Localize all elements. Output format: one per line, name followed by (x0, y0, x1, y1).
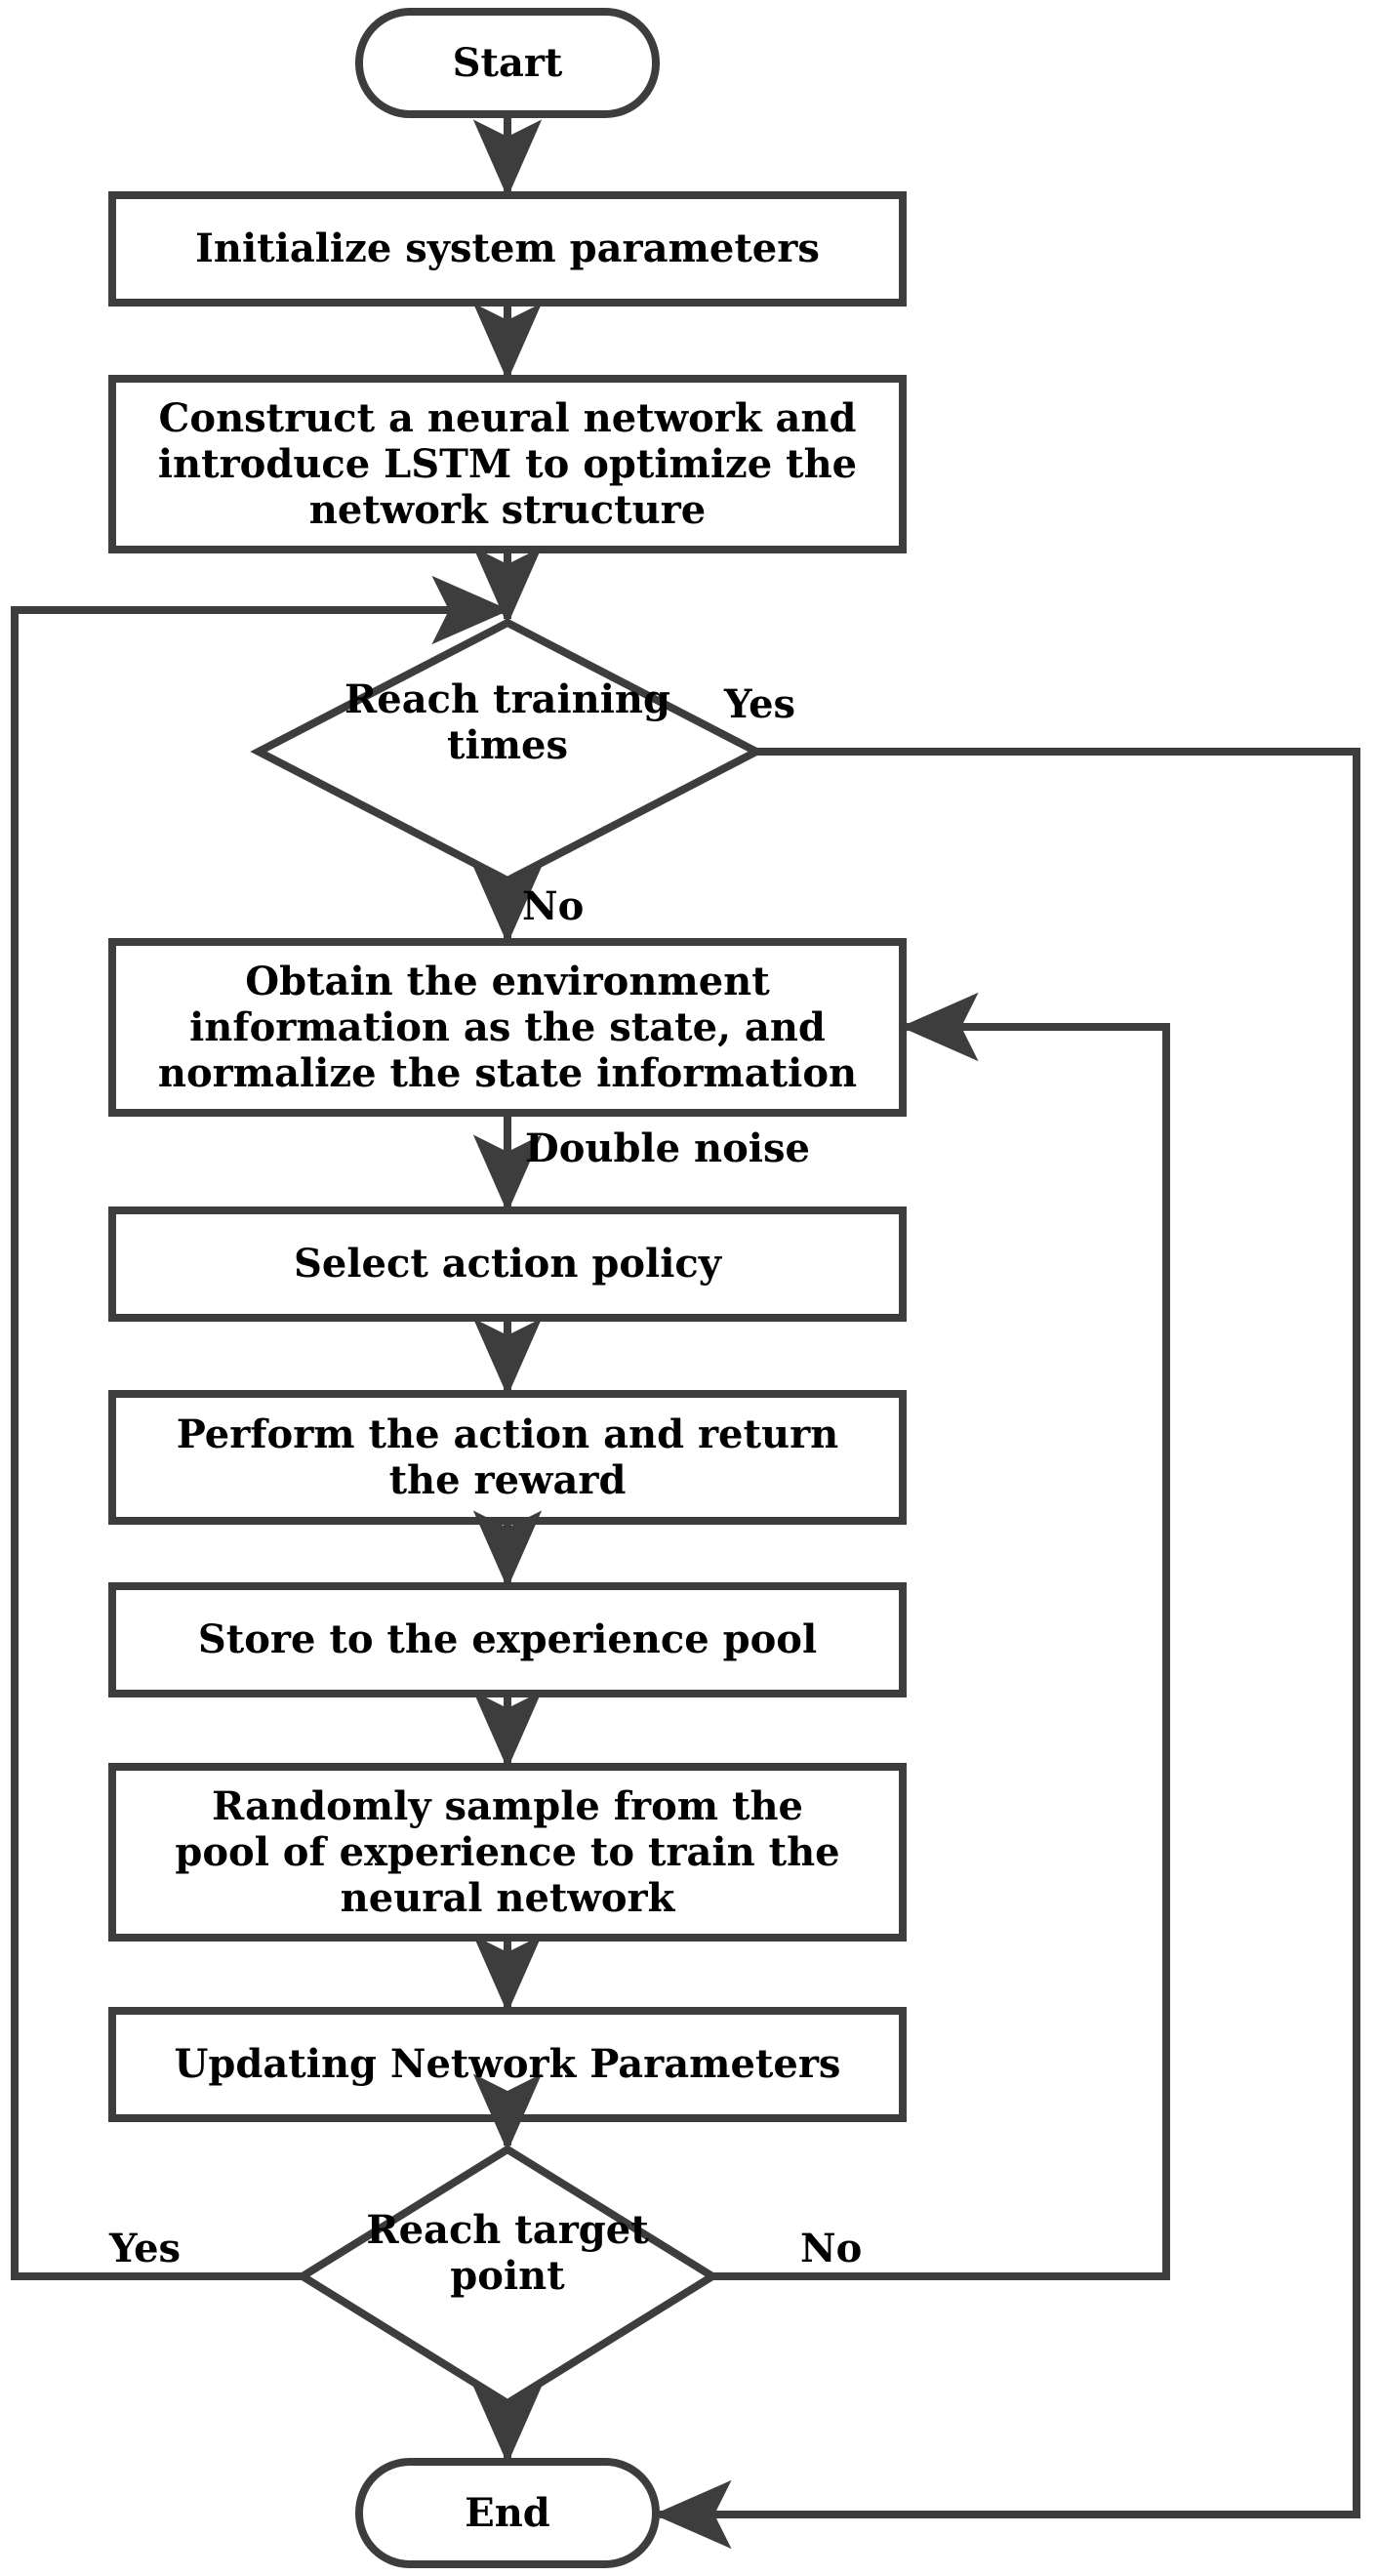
shape-reach-target-point (295, 2145, 720, 2408)
edge-label-reach-target-yes: Yes (109, 2226, 182, 2271)
shape-construct-neural-network (108, 375, 907, 553)
shape-updating-network-parameters (108, 2007, 907, 2122)
shape-obtain-environment-information (108, 938, 907, 1117)
shape-reach-training-times (250, 618, 765, 885)
connector-reach-target-yes-to-reach-training (11, 575, 510, 2280)
shape-initialize-system-parameters (108, 191, 907, 307)
shape-randomly-sample-train (108, 1763, 907, 1942)
edge-label-double-noise: Double noise (525, 1125, 810, 1171)
edge-label-reach-target-no: No (800, 2226, 863, 2271)
shape-start (355, 8, 660, 118)
edge-label-reach-training-no: No (522, 883, 585, 929)
connector-reach-training-yes-to-end (653, 748, 1360, 2550)
shape-end (355, 2458, 660, 2568)
shape-store-experience-pool (108, 1582, 907, 1697)
shape-perform-action-return-reward (108, 1390, 907, 1525)
shape-select-action-policy (108, 1206, 907, 1322)
connector-reach-target-no-to-obtain (712, 992, 1170, 2280)
edge-label-reach-training-yes: Yes (724, 681, 796, 727)
